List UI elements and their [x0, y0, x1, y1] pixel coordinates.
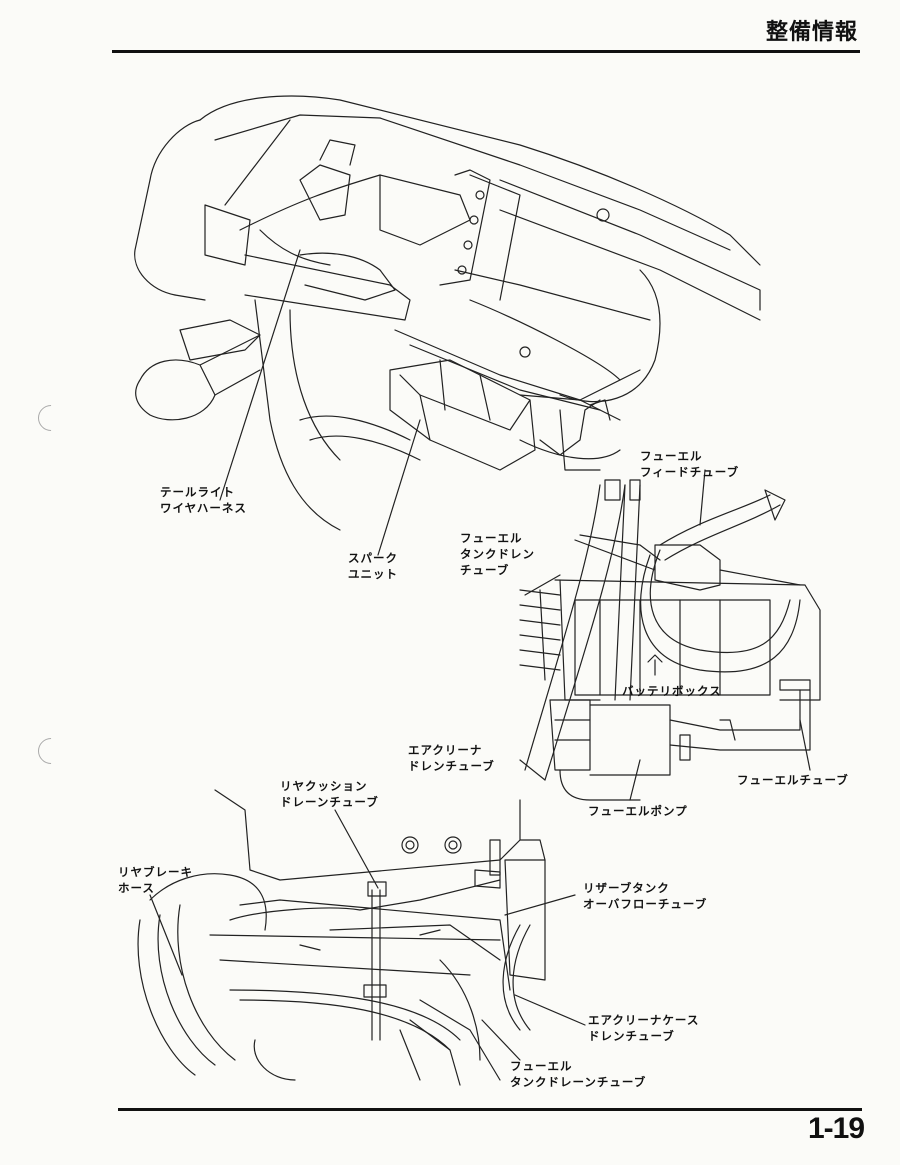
rear-cushion-drain-tube-label: リヤクッション ドレーンチューブ	[280, 779, 379, 809]
fuel-pump-label: フューエルポンプ	[588, 804, 688, 818]
header-rule	[112, 50, 860, 53]
tail-light-harness-label: テールライト ワイヤハーネス	[160, 485, 247, 515]
fuel-tank-drain-tube-label: フューエル タンクドレン チューブ	[460, 531, 535, 577]
spark-unit-label: スパーク ユニット	[348, 551, 398, 581]
page-number: 1-19	[807, 1112, 865, 1145]
reserve-tank-overflow-tube-label: リザーブタンク オーバフローチューブ	[583, 881, 708, 911]
page-title: 整備情報	[765, 20, 858, 45]
fuel-tube-label: フューエルチューブ	[737, 773, 849, 787]
top-figure-illustration	[134, 95, 761, 556]
air-cleaner-case-drain-tube-label: エアクリーナケース ドレンチューブ	[588, 1013, 700, 1043]
battery-box-label: バッテリボックス	[622, 684, 722, 698]
footer-rule	[118, 1108, 862, 1111]
fuel-tank-drain-tube-bottom-label: フューエル タンクドレーンチューブ	[510, 1059, 647, 1089]
middle-figure-illustration	[519, 469, 821, 801]
air-cleaner-drain-tube-label: エアクリーナ ドレンチューブ	[408, 743, 495, 773]
bottom-figure-illustration	[137, 789, 586, 1086]
fuel-feed-tube-label: フューエル フィードチューブ	[640, 449, 740, 479]
rear-brake-hose-label: リヤブレーキ ホース	[118, 865, 193, 895]
